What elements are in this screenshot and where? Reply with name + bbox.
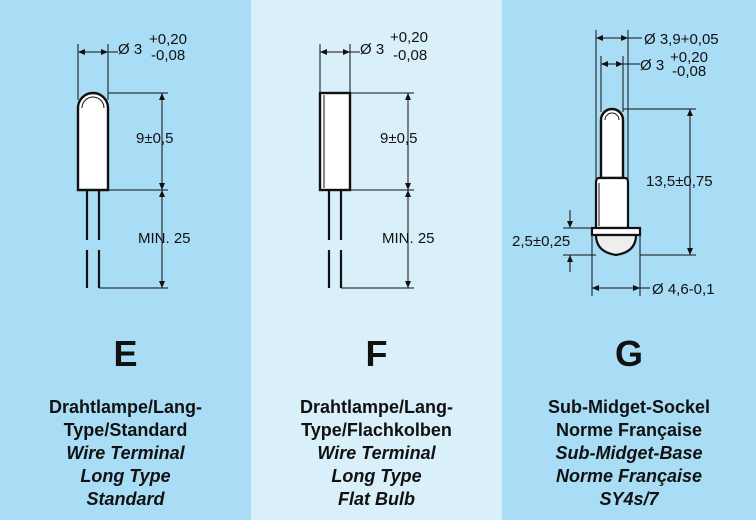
flange-label-g: 2,5±0,25 <box>512 233 570 250</box>
caption-f-line-5: Flat Bulb <box>338 489 415 509</box>
tol-minus-e: -0,08 <box>151 47 185 64</box>
dia-label-e: Ø 3 <box>118 41 142 58</box>
tol-minus-f: -0,08 <box>393 47 427 64</box>
caption-f-line-4: Long Type <box>331 466 422 486</box>
dia-label-g: Ø 3 <box>640 57 664 74</box>
wires-e <box>85 190 101 288</box>
bulb-e <box>76 91 110 192</box>
wires-f <box>327 190 343 288</box>
panel-f-background <box>251 0 502 520</box>
wire-label-e: MIN. 25 <box>138 230 191 247</box>
caption-e-line-3: Wire Terminal <box>66 443 185 463</box>
panel-g-background <box>502 0 756 520</box>
caption-e-line-1: Drahtlampe/Lang- <box>48 397 203 417</box>
tol-plus-g: +0,20 <box>670 49 708 66</box>
caption-g-line-2: Norme Française <box>555 420 703 440</box>
caption-f-line-1: Drahtlampe/Lang- <box>299 397 454 417</box>
tol-plus-f: +0,20 <box>390 29 428 46</box>
caption-g-line-4: Norme Française <box>555 466 703 486</box>
caption-f-line-3: Wire Terminal <box>317 443 436 463</box>
length-label-e: 9±0,5 <box>136 130 173 147</box>
caption-e: Drahtlampe/Lang- Type/Standard Wire Term… <box>0 396 251 511</box>
caption-g-line-1: Sub-Midget-Sockel <box>547 397 710 417</box>
type-letter-e: E <box>113 333 138 374</box>
drawing-f <box>318 44 414 289</box>
tol-minus-g: -0,08 <box>672 63 706 80</box>
length-label-g: 13,5±0,75 <box>646 173 713 190</box>
panel-e-background <box>0 0 251 520</box>
bulb-g <box>599 107 625 180</box>
dimension-lines-g <box>563 30 696 296</box>
drawing-e <box>76 44 168 289</box>
dimension-lines-e <box>77 44 168 289</box>
caption-f-line-2: Type/Flachkolben <box>301 420 452 440</box>
caption-e-line-2: Type/Standard <box>63 420 188 440</box>
type-letter-g: G <box>614 333 643 374</box>
wire-label-f: MIN. 25 <box>382 230 435 247</box>
caption-g-line-5: SY4s/7 <box>599 489 659 509</box>
caption-g: Sub-Midget-Sockel Norme Française Sub-Mi… <box>502 396 756 511</box>
length-label-f: 9±0,5 <box>380 130 417 147</box>
drawing-g <box>563 30 696 296</box>
dia-label-f: Ø 3 <box>360 41 384 58</box>
dimension-lines-f <box>319 44 414 289</box>
base-g <box>590 176 642 257</box>
tol-plus-e: +0,20 <box>149 31 187 48</box>
bulb-f <box>318 91 352 192</box>
base-dia-label-g: Ø 4,6-0,1 <box>652 281 715 298</box>
caption-e-line-4: Long Type <box>80 466 171 486</box>
caption-f: Drahtlampe/Lang- Type/Flachkolben Wire T… <box>251 396 502 511</box>
caption-g-line-3: Sub-Midget-Base <box>555 443 703 463</box>
type-letter-f: F <box>365 333 388 374</box>
caption-e-line-5: Standard <box>86 489 165 509</box>
dia-outer-label-g: Ø 3,9+0,05 <box>644 31 719 48</box>
